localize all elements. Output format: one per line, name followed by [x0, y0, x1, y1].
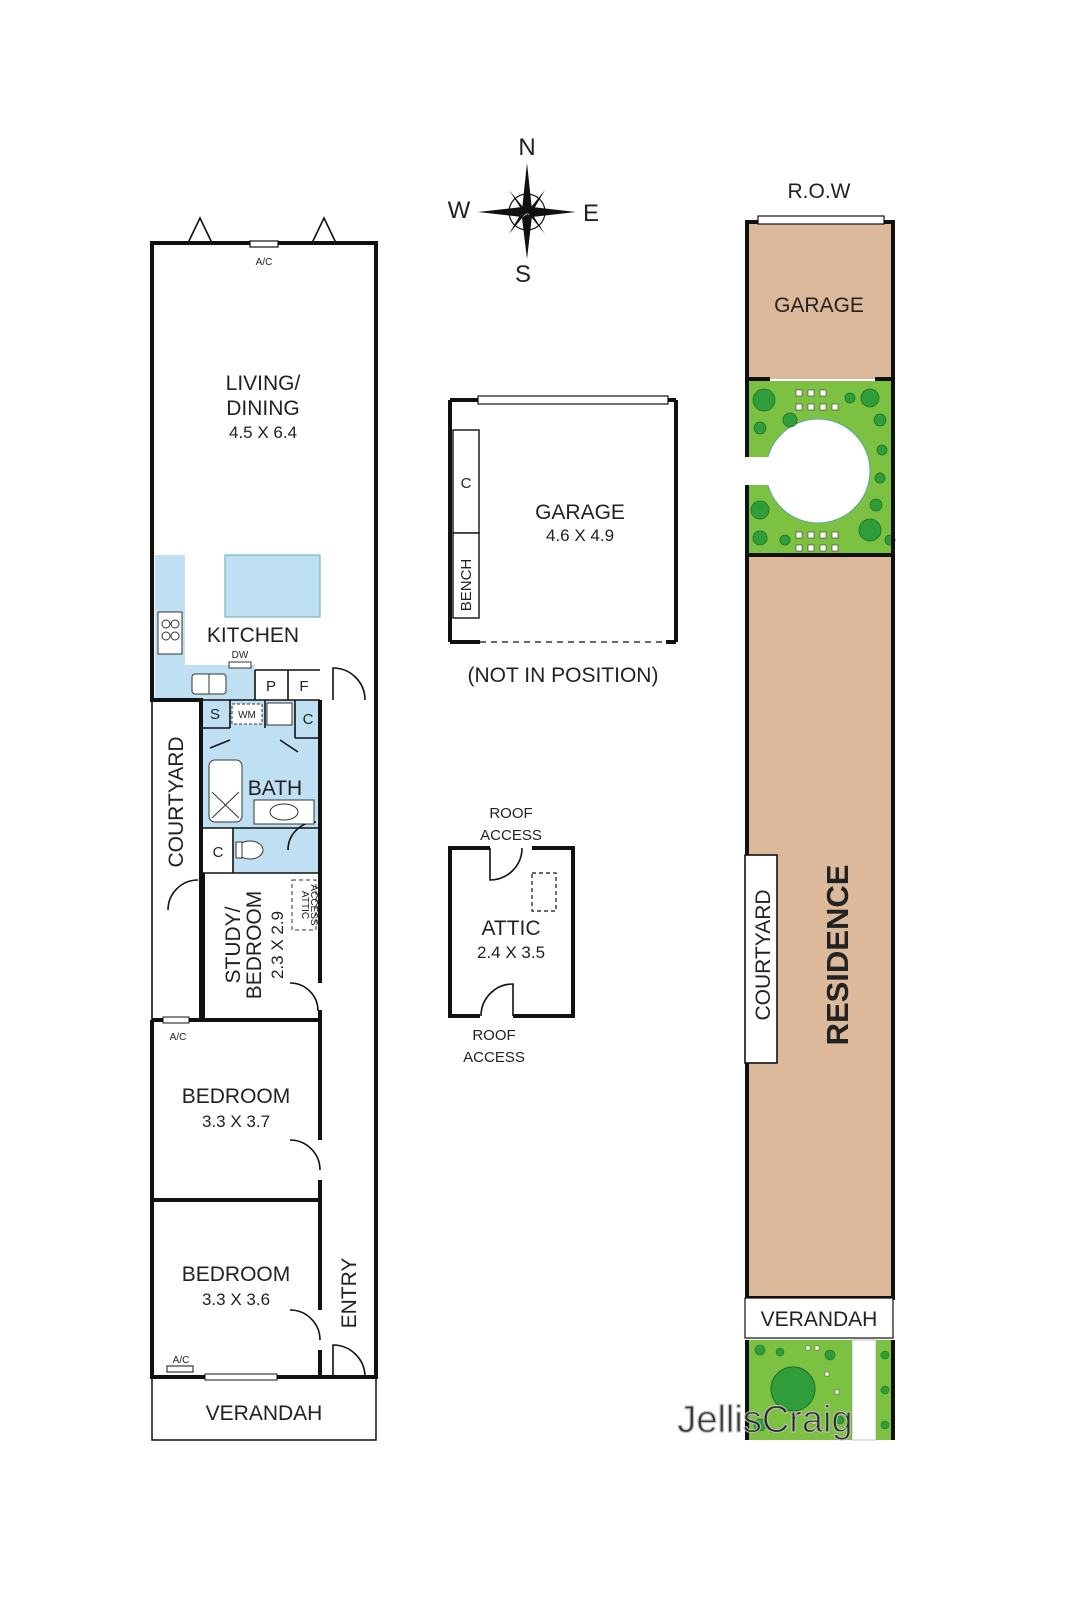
site-plan: R.O.W GARAGE: [744, 180, 896, 1441]
attic-plan: ROOF ACCESS ATTIC 2.4 X 3.5 ROOF ACCESS: [448, 805, 575, 1066]
garage-dims: 4.6 X 4.9: [546, 526, 614, 545]
ac-top-label: A/C: [256, 257, 273, 268]
site-garage-area: [747, 222, 893, 379]
attic-dims: 2.4 X 3.5: [477, 943, 545, 962]
site-residence-label: RESIDENCE: [820, 865, 855, 1046]
garage-plan: C BENCH GARAGE 4.6 X 4.9 (NOT IN POSITIO…: [448, 395, 678, 687]
dw-label: DW: [232, 650, 249, 661]
bedroom2-dims: 3.3 X 3.6: [202, 1290, 270, 1309]
attic-roof-access-bottom-1: ROOF: [472, 1027, 515, 1044]
bedroom2-label: BEDROOM: [182, 1263, 291, 1286]
attic-access-label-2: ACCESS: [308, 884, 319, 925]
study-label-2: BEDROOM: [243, 891, 266, 1000]
living-dining-dims: 4.5 X 6.4: [229, 423, 297, 442]
bath-label: BATH: [248, 777, 302, 800]
jellis-craig-watermark: JellisCraig: [677, 1399, 852, 1441]
ac-bottom-label: A/C: [173, 1355, 190, 1366]
compass-rose: N S E W: [448, 134, 599, 288]
ac-mid-label: A/C: [170, 1032, 187, 1043]
kitchen-label: KITCHEN: [207, 624, 299, 647]
verandah-label: VERANDAH: [206, 1402, 323, 1425]
attic-roof-access-top-1: ROOF: [489, 805, 532, 822]
fridge-label: F: [299, 678, 308, 695]
living-dining-label-2: DINING: [226, 397, 300, 420]
entry-label: ENTRY: [338, 1258, 361, 1329]
attic-roof-access-bottom-2: ACCESS: [463, 1049, 525, 1066]
kitchen-wet-area: [155, 555, 255, 700]
courtyard-label: COURTYARD: [165, 736, 188, 867]
study-label-1: STUDY/: [222, 906, 245, 983]
site-verandah-label: VERANDAH: [761, 1308, 878, 1331]
bedroom1-label: BEDROOM: [182, 1085, 291, 1108]
bedroom1-dims: 3.3 X 3.7: [202, 1112, 270, 1131]
compass-north-label: N: [518, 134, 535, 161]
courtyard-area: [150, 702, 201, 1020]
garage-label: GARAGE: [535, 501, 625, 524]
garage-note: (NOT IN POSITION): [468, 664, 659, 687]
study-dims: 2.3 X 2.9: [268, 911, 287, 979]
compass-south-label: S: [515, 261, 531, 288]
compass-east-label: E: [583, 200, 599, 227]
laundry-sink-label: S: [210, 706, 220, 723]
living-dining-label-1: LIVING/: [226, 372, 301, 395]
washing-machine-label: WM: [238, 710, 256, 721]
attic-label: ATTIC: [481, 917, 540, 940]
main-floor-plan: A/C LIVING/ DINING 4.5 X 6.4 KITCHEN DW: [150, 216, 378, 1441]
laundry-cupboard-label: C: [303, 711, 314, 728]
site-courtyard-label: COURTYARD: [752, 889, 775, 1020]
compass-west-label: W: [448, 197, 471, 224]
site-row-label: R.O.W: [788, 180, 851, 203]
pantry-label: P: [266, 678, 276, 695]
kitchen-island: [224, 554, 321, 618]
attic-roof-access-top-2: ACCESS: [480, 827, 542, 844]
attic-access-label-1: ATTIC: [299, 891, 310, 919]
toilet-cupboard-label: C: [213, 844, 224, 861]
site-garage-label: GARAGE: [774, 294, 864, 317]
garage-bench-label: BENCH: [458, 559, 475, 612]
garage-cupboard-label: C: [461, 475, 472, 492]
site-courtyard-area: [744, 854, 778, 1064]
